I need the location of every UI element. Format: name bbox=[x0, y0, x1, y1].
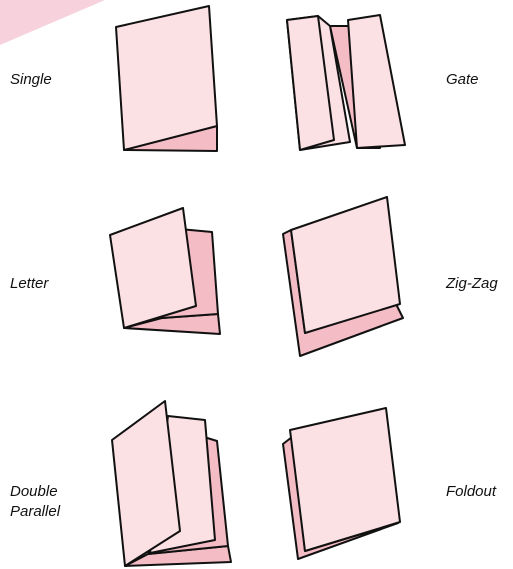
double-parallel-fold-illustration bbox=[112, 401, 231, 566]
gate-fold-illustration bbox=[287, 15, 405, 150]
single-label: Single bbox=[10, 70, 52, 90]
letter-label: Letter bbox=[10, 274, 48, 294]
zig-zag-fold-illustration bbox=[283, 197, 403, 356]
single-fold-illustration bbox=[116, 6, 217, 151]
foldout-illustration bbox=[283, 408, 400, 559]
double-parallel-label: Double Parallel bbox=[10, 482, 60, 522]
double-parallel-label-line2: Parallel bbox=[10, 502, 60, 522]
zig-zag-label: Zig-Zag bbox=[446, 274, 498, 294]
double-parallel-label-line1: Double bbox=[10, 482, 60, 502]
letter-fold-illustration bbox=[110, 208, 220, 334]
gate-label: Gate bbox=[446, 70, 479, 90]
foldout-label: Foldout bbox=[446, 482, 496, 502]
